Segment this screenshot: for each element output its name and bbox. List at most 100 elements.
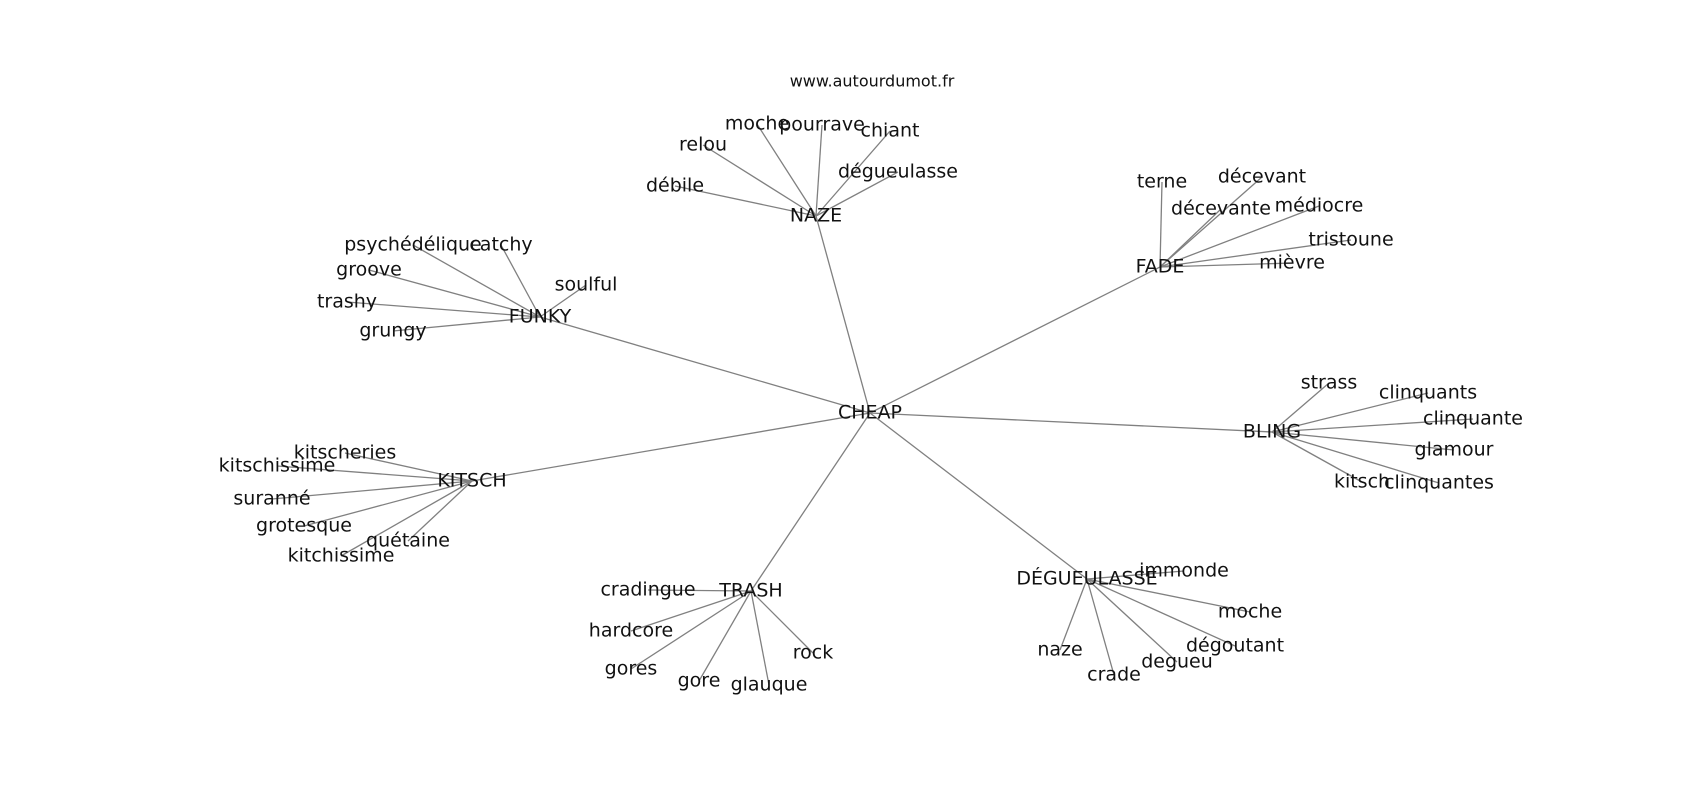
edge-layer <box>271 123 1474 686</box>
edge-naze-3 <box>702 144 817 217</box>
leaf-node-naze-0: moche <box>725 113 789 135</box>
leaf-node-fade-2: décevante <box>1171 198 1271 220</box>
edge-bling-2 <box>1271 418 1474 433</box>
leaf-node-bling-0: strass <box>1301 372 1358 394</box>
edge-degueulasse-4 <box>1059 578 1088 651</box>
label-layer: CHEAPNAZEmochepourravechiantreloudégueul… <box>219 113 1523 696</box>
cluster-node-fade: FADE <box>1136 256 1185 278</box>
leaf-node-funky-5: grungy <box>359 320 426 342</box>
edge-fade-5 <box>1159 262 1293 268</box>
edge-funky-2 <box>368 269 541 318</box>
edge-fade-2 <box>1159 208 1222 268</box>
edge-trash-3 <box>698 590 752 682</box>
edge-naze-5 <box>674 185 817 217</box>
cluster-node-kitsch: KITSCH <box>437 470 506 492</box>
leaf-node-naze-4: dégueulasse <box>838 161 958 183</box>
edge-kitsch-3 <box>303 480 473 527</box>
edge-fade-0 <box>1159 181 1163 268</box>
edge-funky-0 <box>412 244 541 318</box>
root-node-label: CHEAP <box>838 402 902 424</box>
leaf-node-trash-0: cradingue <box>600 579 695 601</box>
edge-bling-0 <box>1271 382 1330 433</box>
edge-trash-4 <box>750 590 770 686</box>
edge-trash-5 <box>750 590 814 654</box>
leaf-node-bling-3: glamour <box>1415 439 1494 461</box>
leaf-node-trash-1: hardcore <box>589 620 673 642</box>
edge-bling-5 <box>1271 431 1440 484</box>
edge-trash-2 <box>630 590 752 670</box>
edge-naze-1 <box>815 124 823 217</box>
leaf-node-naze-2: chiant <box>861 120 920 142</box>
edge-root-degueulasse <box>869 412 1088 580</box>
leaf-node-fade-0: terne <box>1137 171 1187 193</box>
leaf-node-kitsch-4: quétaine <box>366 530 450 552</box>
cluster-node-bling: BLING <box>1243 421 1301 443</box>
edge-bling-1 <box>1271 392 1429 433</box>
leaf-node-funky-0: psychédélique <box>344 234 481 256</box>
edge-funky-4 <box>346 301 541 318</box>
edge-kitsch-0 <box>344 452 473 482</box>
edge-trash-0 <box>647 589 752 592</box>
edge-root-trash <box>750 412 871 592</box>
edge-degueulasse-2 <box>1086 578 1236 647</box>
edge-degueulasse-5 <box>1086 578 1115 676</box>
edge-root-naze <box>815 215 871 414</box>
leaf-node-degueulasse-0: immonde <box>1139 560 1229 582</box>
leaf-node-degueulasse-3: degueu <box>1141 651 1213 673</box>
edge-kitsch-2 <box>271 480 473 500</box>
leaf-node-fade-3: médiocre <box>1275 195 1364 217</box>
edge-root-fade <box>869 266 1161 414</box>
leaf-node-bling-2: clinquante <box>1423 408 1523 430</box>
edge-funky-3 <box>539 284 587 318</box>
edge-root-funky <box>539 316 871 414</box>
edge-trash-1 <box>630 590 752 632</box>
edge-fade-1 <box>1159 176 1263 268</box>
edge-degueulasse-0 <box>1086 570 1185 580</box>
cluster-node-funky: FUNKY <box>509 306 572 328</box>
edge-kitsch-5 <box>340 480 473 557</box>
edge-funky-1 <box>500 244 541 318</box>
leaf-node-naze-1: pourrave <box>779 114 865 136</box>
leaf-node-bling-5: clinquantes <box>1384 472 1494 494</box>
edge-bling-3 <box>1271 431 1455 451</box>
leaf-node-kitsch-3: grotesque <box>256 515 352 537</box>
edge-fade-3 <box>1159 205 1320 268</box>
leaf-node-funky-1: catchy <box>469 234 532 256</box>
leaf-node-fade-5: mièvre <box>1259 252 1325 274</box>
leaf-node-funky-3: soulful <box>555 274 618 296</box>
leaf-node-bling-1: clinquants <box>1379 382 1477 404</box>
leaf-node-naze-3: relou <box>679 134 727 156</box>
leaf-node-kitsch-2: suranné <box>233 488 310 510</box>
edge-kitsch-4 <box>407 480 473 542</box>
leaf-node-kitsch-1: kitschissime <box>219 455 336 477</box>
cluster-node-trash: TRASH <box>718 580 782 602</box>
site-credit: www.autourdumot.fr <box>790 72 955 91</box>
edge-degueulasse-3 <box>1086 578 1178 663</box>
leaf-node-degueulasse-1: moche <box>1218 601 1282 623</box>
cluster-node-naze: NAZE <box>790 205 842 227</box>
edge-fade-4 <box>1159 239 1352 268</box>
edge-kitsch-1 <box>276 465 473 482</box>
leaf-node-funky-4: trashy <box>317 291 377 313</box>
edge-root-kitsch <box>471 412 871 482</box>
leaf-node-trash-2: gores <box>605 658 658 680</box>
leaf-node-degueulasse-5: crade <box>1087 664 1141 686</box>
leaf-node-trash-3: gore <box>678 670 721 692</box>
leaf-node-kitsch-5: kitchissime <box>288 545 395 567</box>
leaf-node-trash-5: rock <box>793 642 833 664</box>
edge-degueulasse-1 <box>1086 578 1251 613</box>
edge-root-bling <box>869 412 1273 433</box>
edge-funky-5 <box>392 316 541 332</box>
leaf-node-fade-4: tristoune <box>1308 229 1393 251</box>
edge-naze-2 <box>815 130 891 217</box>
cluster-node-degueulasse: DÉGUEULASSE <box>1016 567 1157 590</box>
leaf-node-trash-4: glauque <box>731 674 808 696</box>
leaf-node-kitsch-0: kitscheries <box>294 442 397 464</box>
leaf-node-degueulasse-4: naze <box>1037 639 1082 661</box>
leaf-node-funky-2: groove <box>336 259 402 281</box>
leaf-node-fade-1: décevant <box>1218 166 1306 188</box>
edge-bling-4 <box>1271 431 1363 483</box>
leaf-node-naze-5: débile <box>646 175 704 197</box>
edge-naze-0 <box>756 123 817 217</box>
